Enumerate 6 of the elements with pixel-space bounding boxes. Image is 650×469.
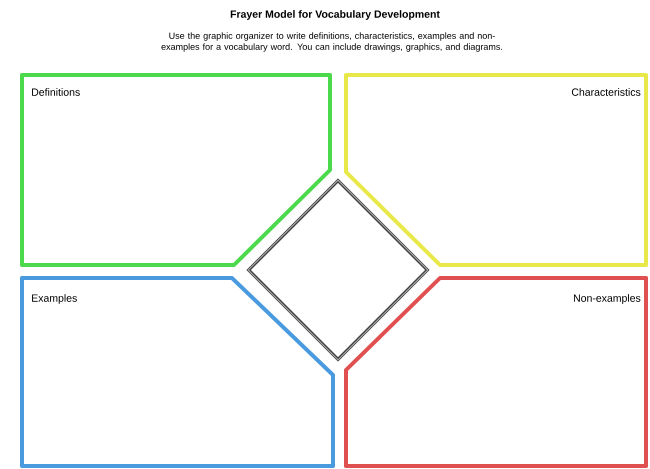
organizer-box: Examples [20,276,335,468]
organizer-box: Definitions [20,73,332,267]
organizer-box: Non-examples [344,276,648,468]
instructions: Use the graphic organizer to write definitions, characteristics, examples and non-examples for a vocabulary word. You can include drawings, graphics, and diagrams. [161,32,502,52]
title: Frayer Model for Vocabulary Development [230,10,440,20]
organizer-box: Characteristics [344,73,648,267]
